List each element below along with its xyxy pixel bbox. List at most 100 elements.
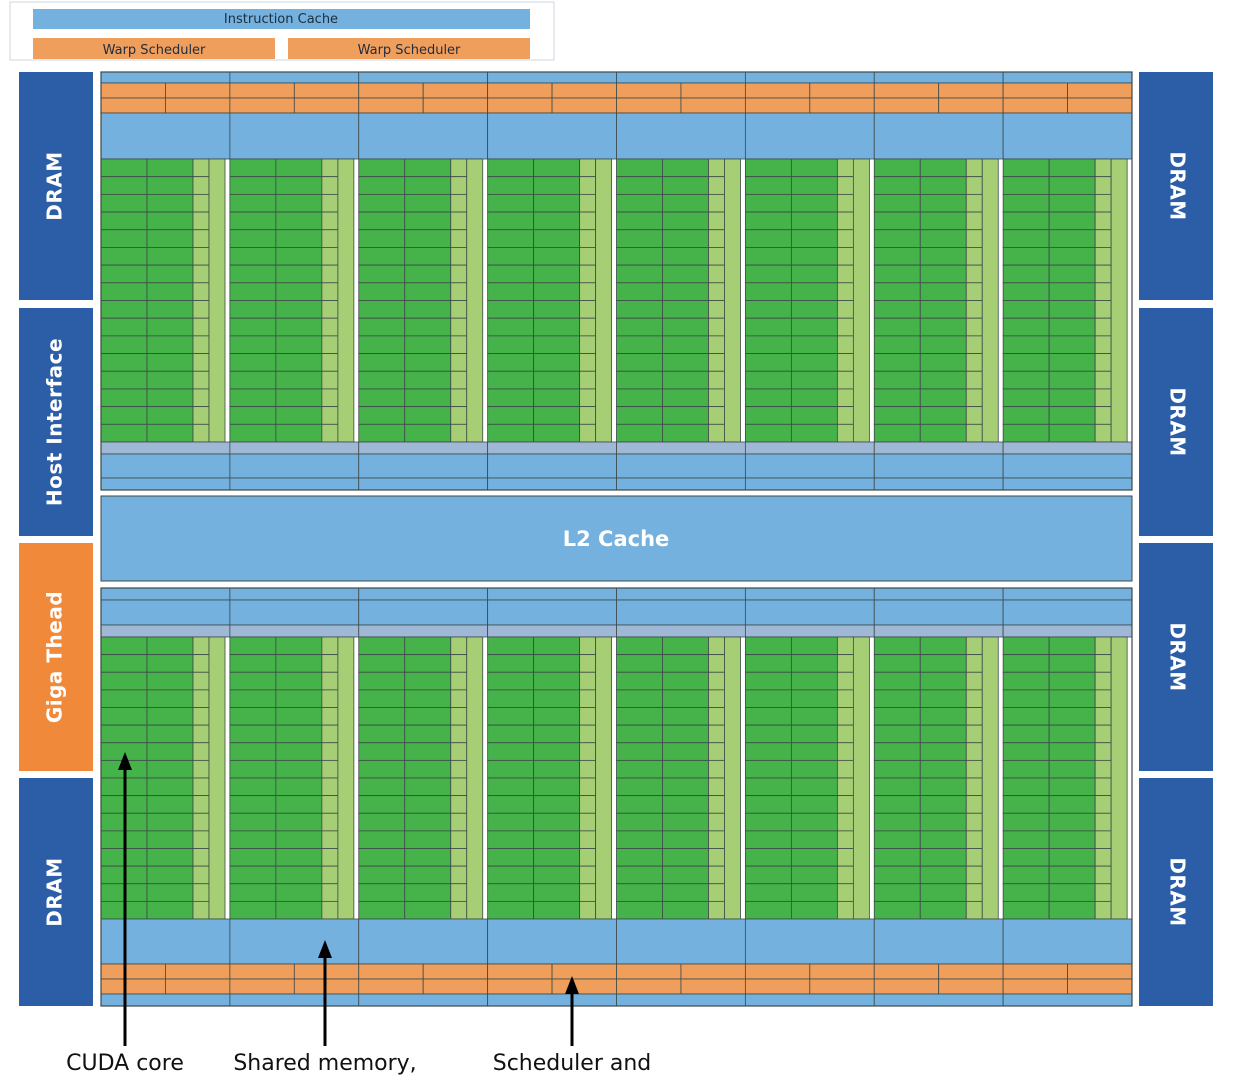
load-store-unit xyxy=(708,335,725,354)
load-store-unit xyxy=(192,317,210,337)
cuda-core xyxy=(919,883,967,902)
load-store-unit xyxy=(192,795,210,814)
load-store-unit xyxy=(836,370,854,390)
load-store-unit xyxy=(1094,317,1112,337)
cuda-core xyxy=(487,176,535,195)
load-store-unit xyxy=(321,317,339,337)
cuda-core xyxy=(533,654,581,673)
cuda-core xyxy=(744,282,792,301)
cuda-core xyxy=(404,158,452,178)
cuda-core xyxy=(275,317,323,337)
load-store-unit xyxy=(1094,777,1112,797)
cuda-core xyxy=(616,370,663,390)
cuda-core xyxy=(616,689,663,708)
dram-label-right-1: DRAM xyxy=(1166,151,1190,220)
cuda-core xyxy=(919,193,967,213)
cuda-core xyxy=(873,777,921,797)
load-store-unit xyxy=(450,707,468,726)
cuda-core xyxy=(533,689,581,708)
shared-memory-l1 xyxy=(1002,599,1133,626)
dispatch-unit-cell xyxy=(358,97,424,114)
load-store-unit xyxy=(965,211,983,231)
warp-scheduler-cell xyxy=(616,963,682,980)
cuda-core xyxy=(533,724,581,744)
cuda-core xyxy=(1048,883,1096,902)
cuda-core xyxy=(662,689,709,708)
load-store-unit xyxy=(450,759,468,779)
cuda-core xyxy=(919,777,967,797)
load-store-unit xyxy=(450,247,468,266)
cuda-core xyxy=(404,654,452,673)
cuda-core xyxy=(404,282,452,301)
cuda-core xyxy=(1002,654,1050,673)
cuda-core xyxy=(1048,335,1096,354)
cuda-core xyxy=(146,353,194,372)
cuda-core xyxy=(487,353,535,372)
load-store-unit xyxy=(450,264,468,284)
cuda-core xyxy=(873,282,921,301)
load-store-unit xyxy=(579,777,597,797)
load-store-unit xyxy=(965,654,983,673)
cuda-core xyxy=(790,883,838,902)
texture-cache-strip xyxy=(873,477,1004,491)
shared-memory-l1 xyxy=(358,453,489,479)
cuda-core xyxy=(146,830,194,849)
load-store-unit xyxy=(450,193,468,213)
cuda-core xyxy=(146,176,194,195)
cuda-core xyxy=(662,247,709,266)
cuda-core xyxy=(744,300,792,319)
load-store-unit xyxy=(965,193,983,213)
load-store-unit xyxy=(321,158,339,178)
load-store-unit xyxy=(579,742,597,761)
cuda-core xyxy=(919,423,967,443)
load-store-unit xyxy=(579,795,597,814)
cuda-core xyxy=(487,865,535,885)
warp-scheduler-cell xyxy=(680,963,746,980)
cuda-core xyxy=(100,707,148,726)
cuda-core xyxy=(744,724,792,744)
cuda-core xyxy=(404,211,452,231)
load-store-unit xyxy=(836,247,854,266)
cuda-core xyxy=(662,335,709,354)
load-store-unit xyxy=(321,229,339,248)
cuda-core xyxy=(404,724,452,744)
warp-scheduler-cell xyxy=(1002,82,1068,99)
cuda-core xyxy=(229,335,277,354)
dispatch-unit-cell xyxy=(1067,97,1133,114)
warp-scheduler-cell xyxy=(938,82,1004,99)
cuda-core xyxy=(229,900,277,920)
cuda-core xyxy=(275,335,323,354)
load-store-unit xyxy=(321,282,339,301)
cuda-core xyxy=(487,689,535,708)
cuda-core xyxy=(358,423,406,443)
cuda-core xyxy=(919,865,967,885)
cuda-core xyxy=(404,423,452,443)
warp-scheduler-cell xyxy=(358,963,424,980)
cuda-core xyxy=(275,777,323,797)
cuda-core xyxy=(873,335,921,354)
cuda-core xyxy=(404,264,452,284)
load-store-unit xyxy=(450,229,468,248)
load-store-unit xyxy=(450,211,468,231)
cuda-core xyxy=(404,795,452,814)
load-store-unit xyxy=(192,406,210,425)
cuda-core xyxy=(1048,848,1096,867)
load-store-unit xyxy=(450,671,468,691)
load-store-unit xyxy=(836,777,854,797)
dispatch-unit-cell xyxy=(616,978,682,995)
load-store-unit xyxy=(579,707,597,726)
instruction-cache-strip xyxy=(744,993,875,1007)
cuda-core xyxy=(487,812,535,832)
cuda-core xyxy=(229,423,277,443)
load-store-unit xyxy=(579,671,597,691)
load-store-unit xyxy=(1094,406,1112,425)
cuda-core xyxy=(1048,812,1096,832)
cuda-core xyxy=(919,724,967,744)
cuda-core xyxy=(873,812,921,832)
load-store-unit xyxy=(708,370,725,390)
cuda-core xyxy=(100,353,148,372)
cuda-core xyxy=(487,247,535,266)
cuda-core xyxy=(275,812,323,832)
cuda-core xyxy=(229,229,277,248)
dram-label-right-4: DRAM xyxy=(1166,857,1190,926)
